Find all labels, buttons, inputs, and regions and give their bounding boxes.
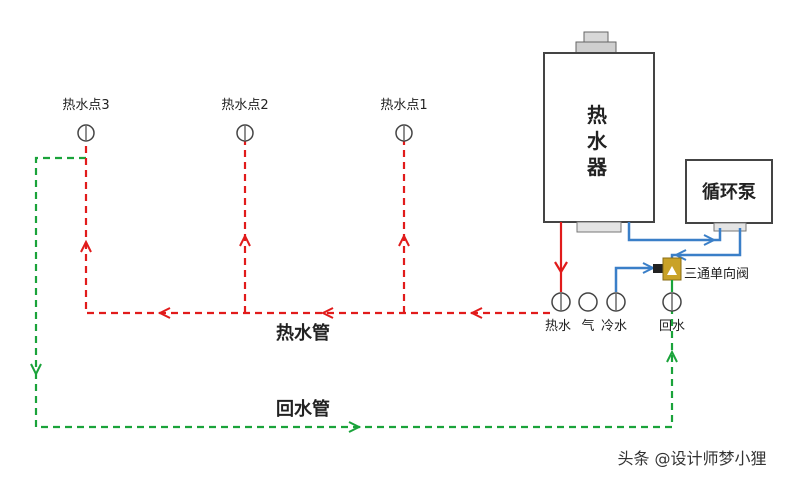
port-cold-water-label: 冷水 [601,319,627,334]
valve-label: 三通单向阀 [684,266,749,282]
hot-water-pipe-label: 热水管 [276,322,330,344]
heater-label-char-3: 器 [586,155,608,179]
return-water-pipe-label: 回水管 [276,398,330,420]
hot-water-point-3-label: 热水点3 [62,98,109,113]
outlet-point-3 [77,124,95,142]
pump-connector [713,222,747,232]
hot-water-point-1-label: 热水点1 [380,98,427,113]
port-cold-water [606,292,626,312]
hot-water-point-2-label: 热水点2 [221,98,268,113]
return-pipe [34,156,674,429]
outlet-point-1 [395,124,413,142]
heater-label-char-1: 热 [587,103,607,127]
port-gas [578,292,598,312]
heater-label-char-2: 水 [587,129,608,153]
port-hot-water-label: 热水 [545,319,571,334]
water-heater [543,31,655,233]
watermark: 头条 @设计师梦小狸 [617,449,766,468]
return-pipe-arrows [30,349,678,433]
port-return-water [662,292,682,312]
port-hot-water [551,292,571,312]
port-return-water-label: 回水 [659,319,685,334]
three-way-check-valve [653,257,682,292]
port-gas-label: 气 [581,318,594,334]
hot-water-pipe [84,140,550,315]
heater-hot-outlet-pipe [554,222,568,292]
hot-water-pipe-arrows [80,233,483,319]
circulation-pump-label: 循环泵 [702,181,756,203]
outlet-point-2 [236,124,254,142]
